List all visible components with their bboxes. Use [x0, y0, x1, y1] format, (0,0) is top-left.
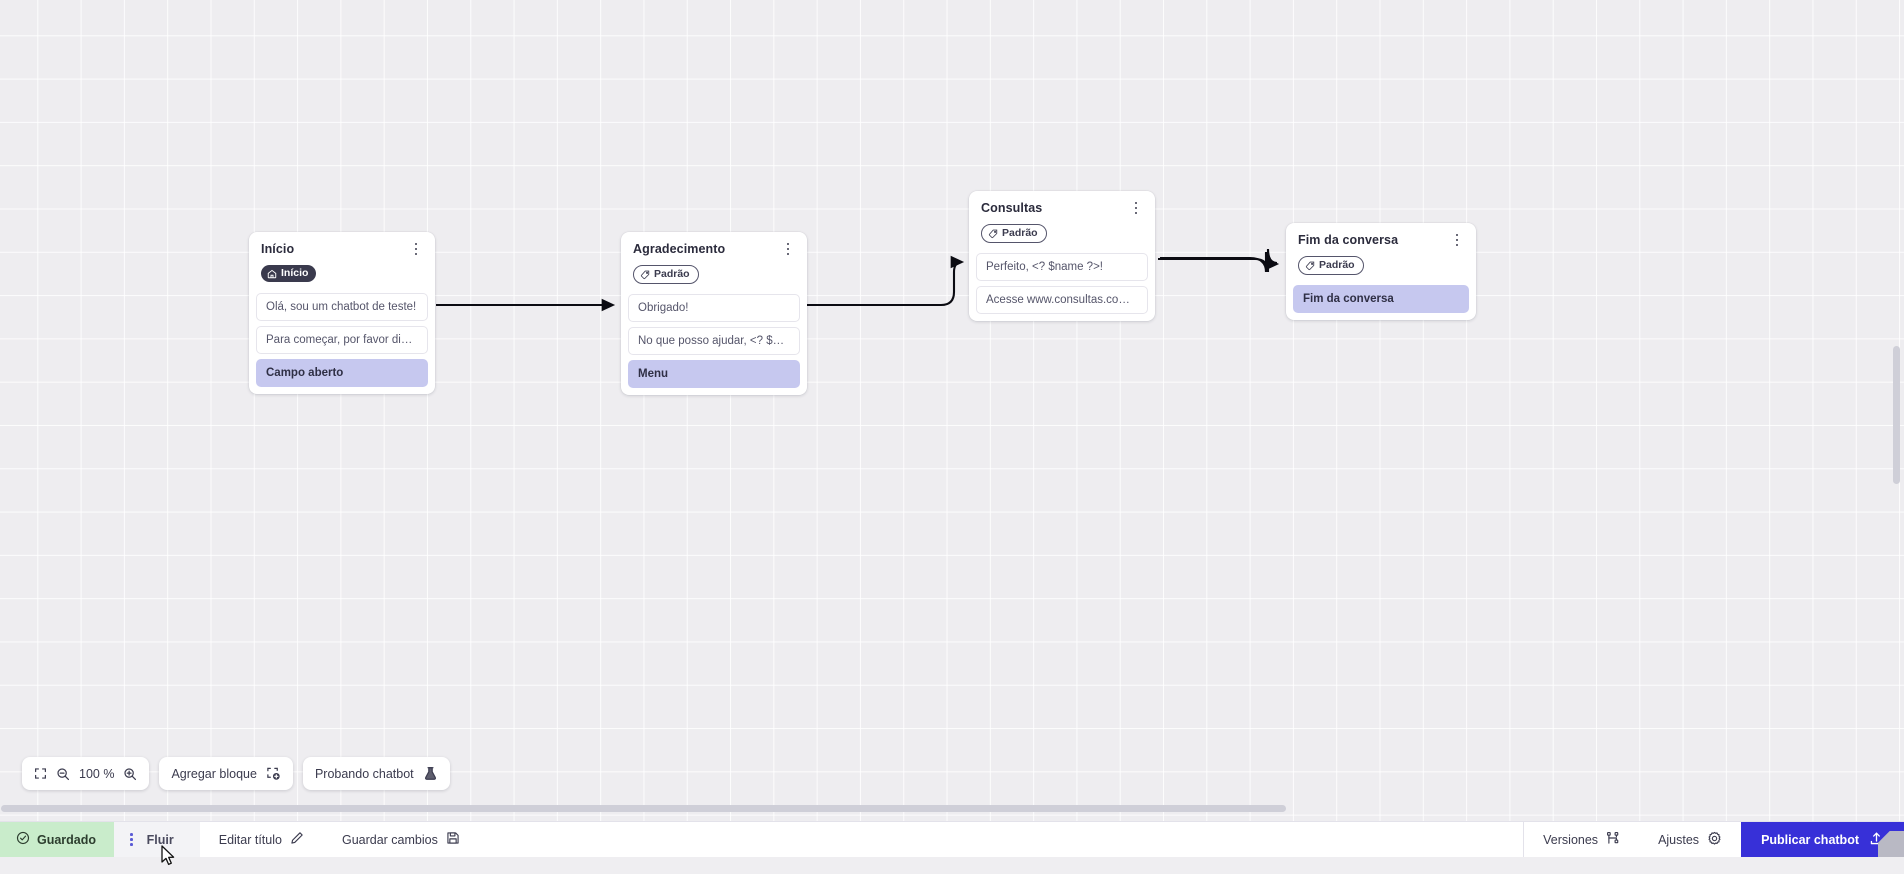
- window-resize-grip[interactable]: [1878, 831, 1904, 857]
- canvas-toolbar: 100 % Agregar bloque Prob: [22, 757, 450, 790]
- connector-consultas-fim-visible: [1160, 252, 1277, 272]
- node-title: Consultas: [981, 201, 1042, 215]
- node-menu-button[interactable]: [409, 241, 423, 257]
- tag-icon: [1305, 261, 1315, 271]
- node-badge-default[interactable]: Padrão: [981, 224, 1047, 243]
- vertical-scrollbar[interactable]: [1892, 0, 1901, 822]
- node-message[interactable]: Para começar, por favor digite o ...: [256, 326, 428, 354]
- settings-button[interactable]: Ajustes: [1639, 822, 1741, 857]
- node-message-highlight[interactable]: Fim da conversa: [1293, 285, 1469, 313]
- node-title: Fim da conversa: [1298, 233, 1398, 247]
- node-badge-label: Padrão: [1002, 228, 1038, 239]
- add-block-label: Agregar bloque: [171, 767, 256, 781]
- node-header: Consultas Padrão: [969, 191, 1155, 253]
- node-header: Agradecimento Padrão: [621, 232, 807, 294]
- versions-label: Versiones: [1543, 833, 1598, 847]
- test-chatbot-button[interactable]: Probando chatbot: [303, 757, 450, 790]
- flow-connectors: [0, 0, 1904, 822]
- node-header: Fim da conversa Padrão: [1286, 223, 1476, 285]
- node-message-highlight[interactable]: Menu: [628, 360, 800, 388]
- add-block-icon: [266, 766, 281, 781]
- node-header: Início Início: [249, 232, 435, 293]
- node-message[interactable]: Perfeito, <? $name ?>!: [976, 253, 1148, 281]
- node-message[interactable]: Acesse www.consultas.com par...: [976, 286, 1148, 314]
- check-circle-icon: [16, 831, 30, 848]
- node-messages: Perfeito, <? $name ?>! Acesse www.consul…: [969, 253, 1155, 314]
- node-menu-button[interactable]: [1129, 200, 1143, 216]
- node-messages: Olá, sou um chatbot de teste! Para começ…: [249, 293, 435, 387]
- node-badge-start[interactable]: Início: [261, 265, 316, 282]
- bottom-bar: Guardado Fluir Editar título Guardar cam…: [0, 821, 1904, 857]
- gear-icon: [1707, 831, 1722, 849]
- node-badge-label: Início: [281, 268, 308, 279]
- zoom-level-label: 100 %: [79, 767, 114, 781]
- node-menu-button[interactable]: [1450, 232, 1464, 248]
- saved-label: Guardado: [37, 833, 96, 847]
- settings-label: Ajustes: [1658, 833, 1699, 847]
- floppy-icon: [446, 831, 460, 848]
- tag-icon: [640, 270, 650, 280]
- node-menu-button[interactable]: [781, 241, 795, 257]
- tab-flow[interactable]: Fluir: [114, 822, 200, 857]
- connector-agradecimento-consultas: [804, 262, 962, 305]
- pencil-icon: [290, 831, 304, 848]
- flow-canvas[interactable]: Início Início Olá, sou um chatbot de tes…: [0, 0, 1904, 822]
- tab-flow-label: Fluir: [147, 833, 174, 847]
- add-block-button[interactable]: Agregar bloque: [159, 757, 292, 790]
- node-badge-default[interactable]: Padrão: [1298, 256, 1364, 275]
- save-changes-button[interactable]: Guardar cambios: [323, 822, 479, 857]
- vertical-scrollbar-thumb[interactable]: [1893, 346, 1900, 484]
- fit-screen-icon[interactable]: [34, 767, 47, 780]
- flask-icon: [423, 766, 438, 781]
- node-messages: Fim da conversa: [1286, 285, 1476, 313]
- bottom-bar-spacer: [479, 822, 1523, 857]
- save-changes-label: Guardar cambios: [342, 833, 438, 847]
- zoom-in-icon[interactable]: [123, 767, 137, 781]
- flow-node-fim-da-conversa[interactable]: Fim da conversa Padrão Fim da conversa: [1286, 223, 1476, 320]
- tag-icon: [988, 229, 998, 239]
- node-title: Agradecimento: [633, 242, 725, 256]
- flow-node-inicio[interactable]: Início Início Olá, sou um chatbot de tes…: [249, 232, 435, 394]
- node-badge-default[interactable]: Padrão: [633, 265, 699, 284]
- node-message[interactable]: No que posso ajudar, <? $name ...: [628, 327, 800, 355]
- node-messages: Obrigado! No que posso ajudar, <? $name …: [621, 294, 807, 388]
- edit-title-button[interactable]: Editar título: [200, 822, 323, 857]
- edit-title-label: Editar título: [219, 833, 282, 847]
- node-message[interactable]: Obrigado!: [628, 294, 800, 322]
- drag-handle-icon[interactable]: [122, 833, 133, 846]
- horizontal-scrollbar[interactable]: [0, 804, 1904, 813]
- zoom-controls[interactable]: 100 %: [22, 757, 149, 790]
- node-badge-label: Padrão: [654, 269, 690, 280]
- test-chatbot-label: Probando chatbot: [315, 767, 414, 781]
- node-message-highlight[interactable]: Campo aberto: [256, 359, 428, 387]
- flow-node-agradecimento[interactable]: Agradecimento Padrão Obrigado! No que po…: [621, 232, 807, 395]
- branch-icon: [1606, 831, 1620, 848]
- status-badge-saved: Guardado: [0, 822, 114, 857]
- node-message[interactable]: Olá, sou um chatbot de teste!: [256, 293, 428, 321]
- home-icon: [267, 269, 277, 279]
- zoom-out-icon[interactable]: [56, 767, 70, 781]
- node-badge-label: Padrão: [1319, 260, 1355, 271]
- publish-label: Publicar chatbot: [1761, 833, 1859, 847]
- node-title: Início: [261, 242, 294, 256]
- horizontal-scrollbar-thumb[interactable]: [1, 805, 1286, 812]
- connector-consultas-fim: [1158, 249, 1277, 272]
- connector-consultas-fim-main: [1158, 253, 1276, 272]
- flow-node-consultas[interactable]: Consultas Padrão Perfeito, <? $name ?>! …: [969, 191, 1155, 321]
- versions-button[interactable]: Versiones: [1524, 822, 1639, 857]
